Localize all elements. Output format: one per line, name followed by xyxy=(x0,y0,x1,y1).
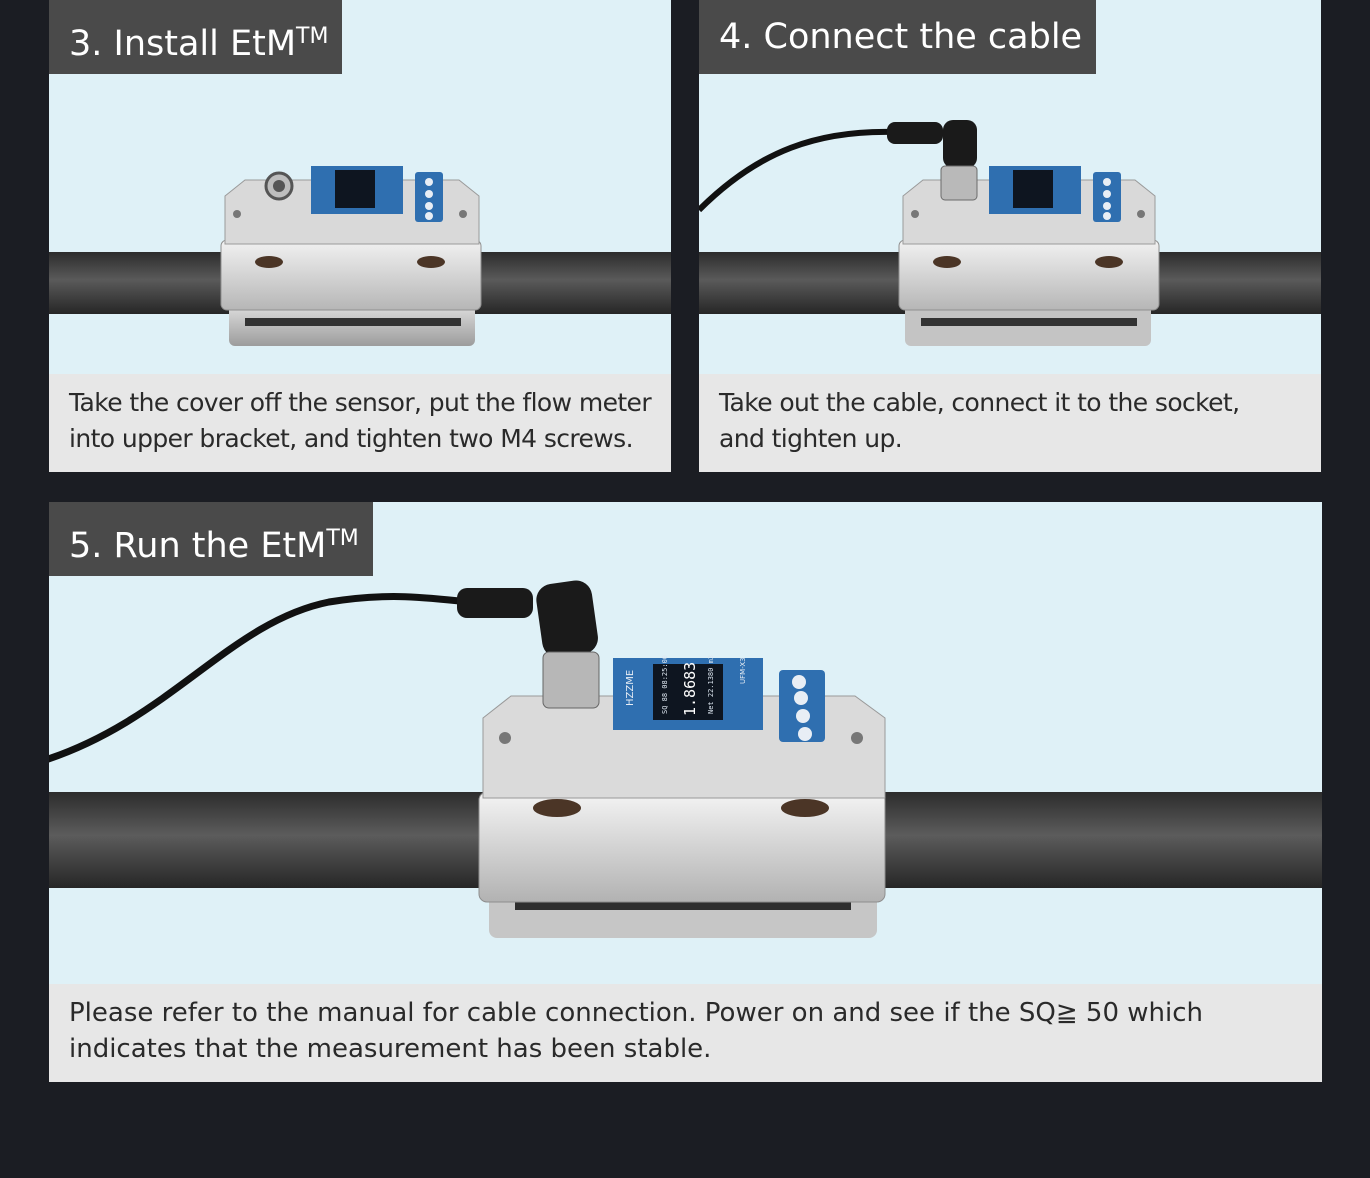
svg-text:1.8683: 1.8683 xyxy=(681,662,699,716)
flow-meter-icon xyxy=(49,166,671,346)
flow-meter-icon xyxy=(699,120,1321,346)
step-4-panel: 4. Connect the cable xyxy=(699,0,1321,472)
caption-line: Take out the cable, connect it to the so… xyxy=(719,388,1240,417)
svg-text:SQ 88 08:25:00: SQ 88 08:25:00 xyxy=(661,655,669,714)
step-5-title: 5. Run the EtMTM xyxy=(49,502,373,576)
connector-icon xyxy=(542,651,600,709)
svg-text:Net 22.1380 m3: Net 22.1380 m3 xyxy=(707,655,715,714)
step-4-caption: Take out the cable, connect it to the so… xyxy=(699,374,1321,472)
caption-line: into upper bracket, and tighten two M4 s… xyxy=(69,424,634,453)
svg-text:UFM-X3: UFM-X3 xyxy=(739,657,747,684)
flow-meter-icon: HZZME SQ 88 08:25:00 1.8683 Net 22.1380 … xyxy=(49,580,1322,938)
connector-icon xyxy=(940,165,978,201)
step-3-title: 3. Install EtMTM xyxy=(49,0,343,74)
cable-icon xyxy=(49,593,470,763)
step-4-title: 4. Connect the cable xyxy=(699,0,1097,74)
caption-line: indicates that the measurement has been … xyxy=(69,1034,712,1064)
step-3-caption: Take the cover off the sensor, put the f… xyxy=(49,374,671,472)
step-5-caption: Please refer to the manual for cable con… xyxy=(49,984,1322,1082)
step-3-panel: 3. Install EtMTM xyxy=(49,0,671,472)
caption-line: Take the cover off the sensor, put the f… xyxy=(69,388,652,417)
svg-text:HZZME: HZZME xyxy=(625,670,636,706)
caption-line: and tighten up. xyxy=(719,424,903,453)
step-5-panel: 5. Run the EtMTM HZZME SQ 88 08:25:00 1. xyxy=(49,502,1322,1082)
caption-line: Please refer to the manual for cable con… xyxy=(69,998,1203,1028)
cable-icon xyxy=(699,128,896,213)
